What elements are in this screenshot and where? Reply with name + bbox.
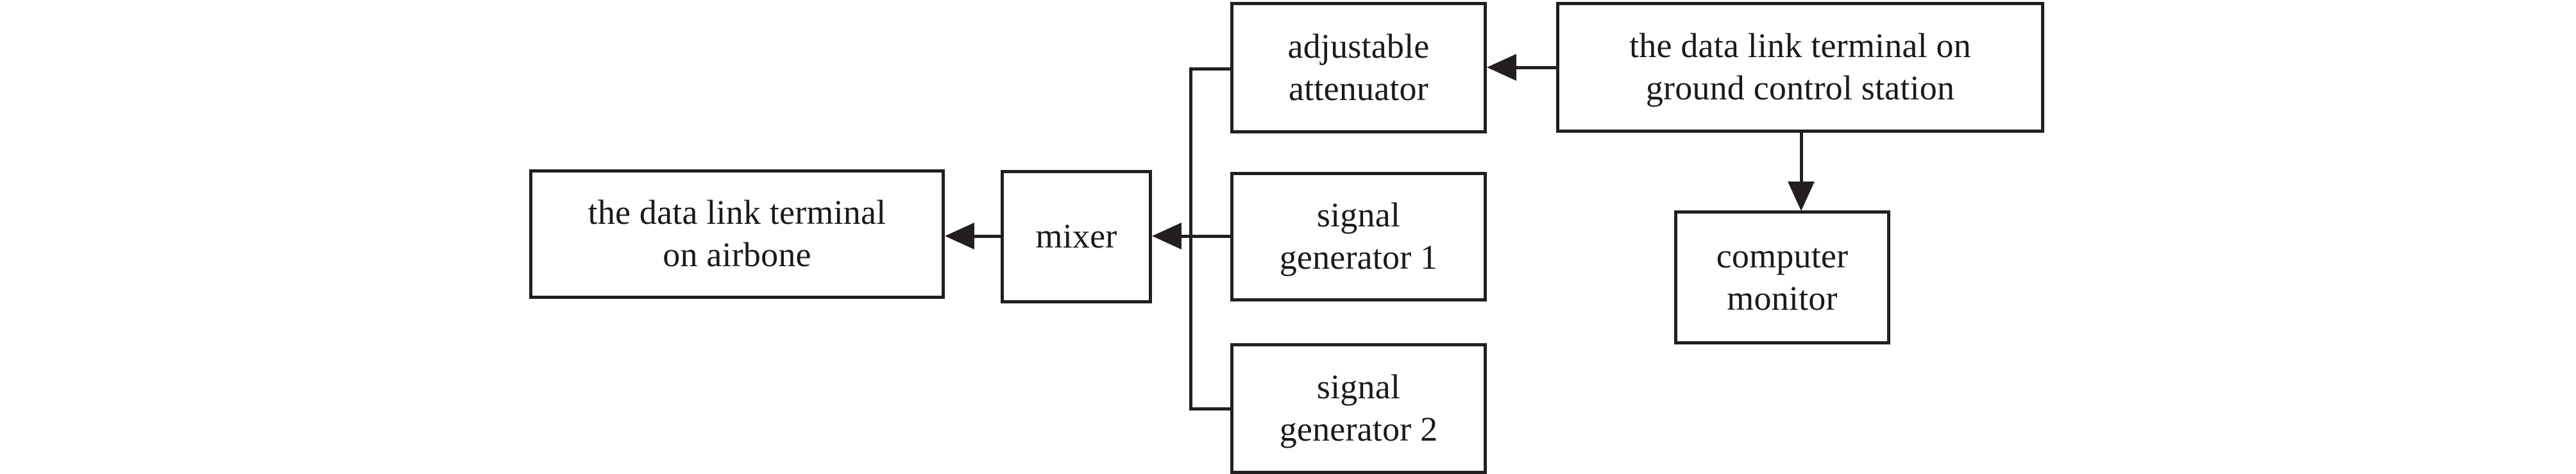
node-adjustable-attenuator-label: adjustable attenuator xyxy=(1287,26,1430,108)
node-computer-monitor[interactable]: computer monitor xyxy=(1674,210,1890,344)
node-ground-station-terminal-label: the data link terminal on ground control… xyxy=(1629,26,1971,107)
node-adjustable-attenuator[interactable]: adjustable attenuator xyxy=(1230,2,1487,133)
node-signal-generator-1-label: signal generator 1 xyxy=(1279,196,1438,276)
mixer-to-airborne-arrowhead xyxy=(945,223,974,250)
ground-to-attenuator-arrowhead xyxy=(1487,54,1516,81)
signal-bus-trunk xyxy=(1189,69,1192,409)
ground-to-attenuator-line xyxy=(1515,66,1557,69)
mixer-to-airborne-line xyxy=(974,235,1002,238)
node-signal-generator-2-label: signal generator 2 xyxy=(1279,368,1438,448)
siggen1-to-bus-line xyxy=(1189,235,1232,238)
node-ground-station-terminal[interactable]: the data link terminal on ground control… xyxy=(1556,2,2044,133)
ground-to-monitor-line xyxy=(1800,131,1803,184)
bus-to-mixer-arrowhead xyxy=(1152,223,1182,250)
node-mixer-label: mixer xyxy=(1035,217,1117,256)
bus-to-mixer-line xyxy=(1180,235,1194,238)
node-mixer[interactable]: mixer xyxy=(1001,170,1152,303)
node-computer-monitor-label: computer monitor xyxy=(1716,236,1849,317)
node-signal-generator-2[interactable]: signal generator 2 xyxy=(1230,343,1487,474)
node-airborne-terminal-label: the data link terminal on airbone xyxy=(588,193,886,274)
attenuator-to-bus-line xyxy=(1189,67,1232,71)
node-airborne-terminal[interactable]: the data link terminal on airbone xyxy=(529,169,945,299)
ground-to-monitor-arrowhead xyxy=(1788,182,1815,211)
node-signal-generator-1[interactable]: signal generator 1 xyxy=(1230,172,1487,301)
siggen2-to-bus-line xyxy=(1189,407,1232,411)
